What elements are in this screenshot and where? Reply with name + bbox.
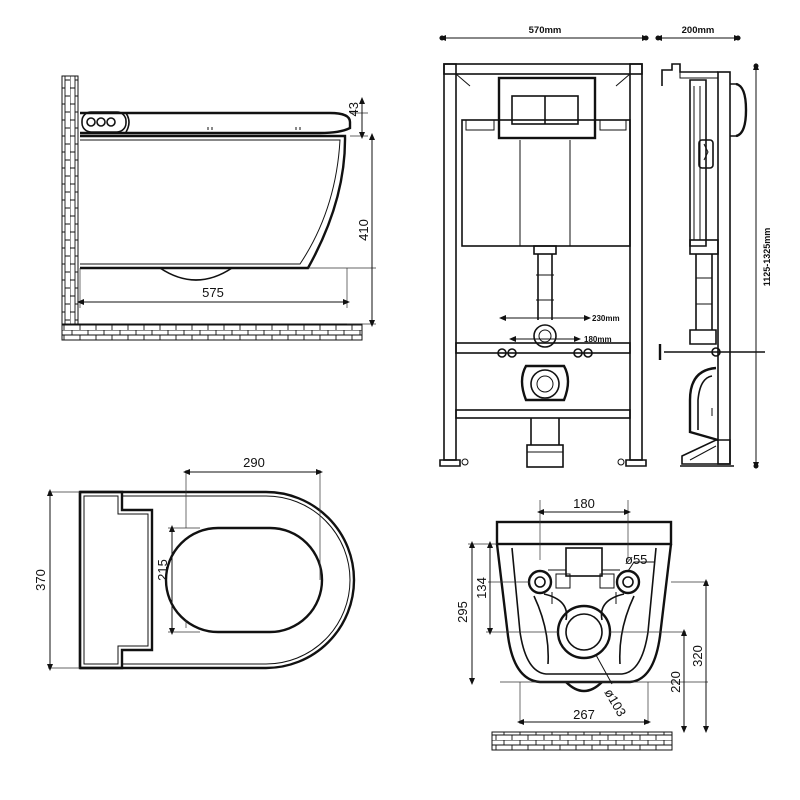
dim-o103-label: ø103 (601, 686, 629, 719)
wall-brick (61, 75, 79, 339)
dim-320-label: 320 (690, 645, 705, 667)
dim-height-range-label: 1125-1325mm (762, 228, 772, 287)
dim-o55-label: ø55 (625, 552, 647, 567)
frame-front-view: 570mm 230mm 180mm (439, 25, 649, 468)
dim-43-label: 43 (346, 102, 361, 116)
toilet-bowl-side (80, 134, 347, 270)
dim-215-label: 215 (155, 559, 170, 581)
side-view: 43 410 575 (61, 75, 376, 341)
dim-575-label: 575 (202, 285, 224, 300)
dim-570mm-label: 570mm (529, 25, 562, 36)
dim-134-label: 134 (474, 577, 489, 599)
dim-295-label: 295 (455, 601, 470, 623)
toilet-top-outline (78, 490, 356, 670)
control-panel (81, 111, 130, 133)
dim-410-label: 410 (356, 219, 371, 241)
dim-180mm-label: 180mm (584, 335, 612, 344)
bowl-opening (164, 526, 324, 634)
flush-plate (497, 76, 597, 140)
rear-view: 180 ø55 134 295 220 320 267 ø103 (455, 496, 709, 751)
dim-180-label: 180 (573, 496, 595, 511)
dim-290-label: 290 (243, 455, 265, 470)
dim-220-label: 220 (668, 671, 683, 693)
dim-267-label: 267 (573, 707, 595, 722)
dim-200mm-label: 200mm (682, 25, 715, 36)
top-view: 290 215 370 (33, 455, 356, 671)
frame-side-view: 200mm 1125-1325mm (655, 25, 772, 469)
dim-370-label: 370 (33, 569, 48, 591)
rear-floor-brick (491, 731, 673, 751)
toilet-seat-lid (80, 111, 352, 135)
dim-230mm-label: 230mm (592, 314, 620, 323)
floor-brick (61, 323, 363, 341)
